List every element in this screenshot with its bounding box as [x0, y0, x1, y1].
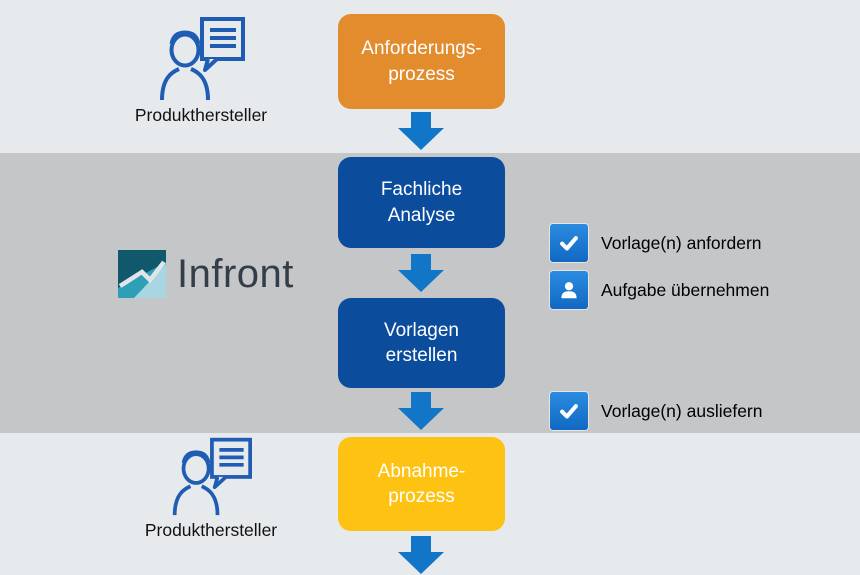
arrow-down-icon [398, 536, 444, 574]
task-vorlagen-anfordern: Vorlage(n) anfordern [550, 224, 762, 262]
step-label-line: Fachliche [380, 179, 463, 201]
step-fachliche-analyse: Fachliche Analyse [338, 157, 505, 248]
infront-logo-text: Infront [177, 251, 294, 296]
persona-top: Produkthersteller [111, 14, 291, 126]
step-label-line: erstellen [385, 345, 458, 366]
step-anforderungsprozess: Anforderungs- prozess [338, 14, 505, 109]
check-icon [550, 392, 588, 430]
task-aufgabe-uebernehmen: Aufgabe übernehmen [550, 271, 769, 309]
task-vorlagen-ausliefern: Vorlage(n) ausliefern [550, 392, 762, 430]
task-label: Vorlage(n) anfordern [601, 232, 762, 253]
check-icon [550, 224, 588, 262]
persona-bottom: Produkthersteller [121, 435, 301, 541]
person-speech-icon [160, 17, 245, 101]
infront-logo: Infront [118, 250, 294, 298]
task-label: Aufgabe übernehmen [601, 279, 770, 300]
step-label-line: Anforderungs- [361, 38, 482, 60]
step-label-line: Abnahme- [377, 460, 466, 482]
arrow-down-icon [398, 392, 444, 430]
step-label-line: prozess [388, 486, 455, 507]
step-label-line: prozess [388, 63, 455, 85]
infront-logo-icon [118, 250, 166, 298]
step-label-line: Analyse [387, 204, 456, 226]
arrow-down-icon [398, 254, 444, 292]
step-abnahmeprozess: Abnahme- prozess [338, 437, 505, 531]
persona-bottom-label: Produkthersteller [144, 520, 278, 540]
arrow-down-icon [398, 112, 444, 150]
person-speech-icon [172, 437, 252, 516]
step-label-line: Vorlagen [383, 319, 459, 341]
step-vorlagen-erstellen: Vorlagen erstellen [338, 298, 505, 388]
user-icon [550, 271, 588, 309]
task-label: Vorlage(n) ausliefern [601, 400, 763, 421]
persona-top-label: Produkthersteller [134, 105, 268, 125]
